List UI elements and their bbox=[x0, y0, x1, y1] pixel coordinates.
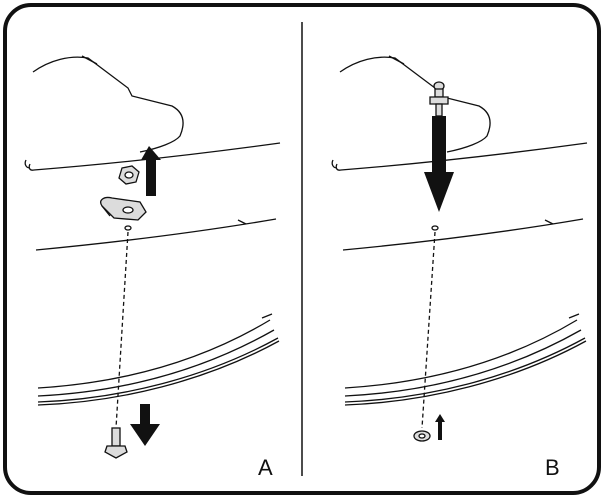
panel-label-b: B bbox=[545, 455, 560, 480]
arrow-down-a bbox=[130, 404, 160, 446]
lower-strip-b bbox=[344, 319, 578, 389]
middle-curve-b bbox=[342, 218, 584, 251]
ball-stud-b bbox=[429, 81, 449, 117]
arrow-down-b bbox=[424, 116, 454, 212]
hex-nut-a bbox=[118, 165, 140, 185]
grommet-b bbox=[413, 430, 431, 442]
panel-a bbox=[24, 55, 281, 429]
lower-strip-a bbox=[37, 319, 271, 389]
alignment-dashes-b bbox=[421, 231, 436, 429]
arrow-up-a bbox=[141, 146, 161, 196]
housing-top-outline-a bbox=[32, 56, 184, 153]
middle-curve-a bbox=[35, 218, 277, 251]
bolt-a bbox=[104, 427, 128, 459]
panel-label-a: A bbox=[258, 455, 273, 480]
panel-b bbox=[331, 55, 588, 429]
alignment-dashes-a bbox=[115, 231, 129, 429]
spring-clip-a bbox=[100, 196, 147, 221]
housing-top-outline-b bbox=[339, 56, 491, 153]
arrow-up-b bbox=[435, 414, 445, 440]
housing-tick-a bbox=[81, 55, 98, 65]
